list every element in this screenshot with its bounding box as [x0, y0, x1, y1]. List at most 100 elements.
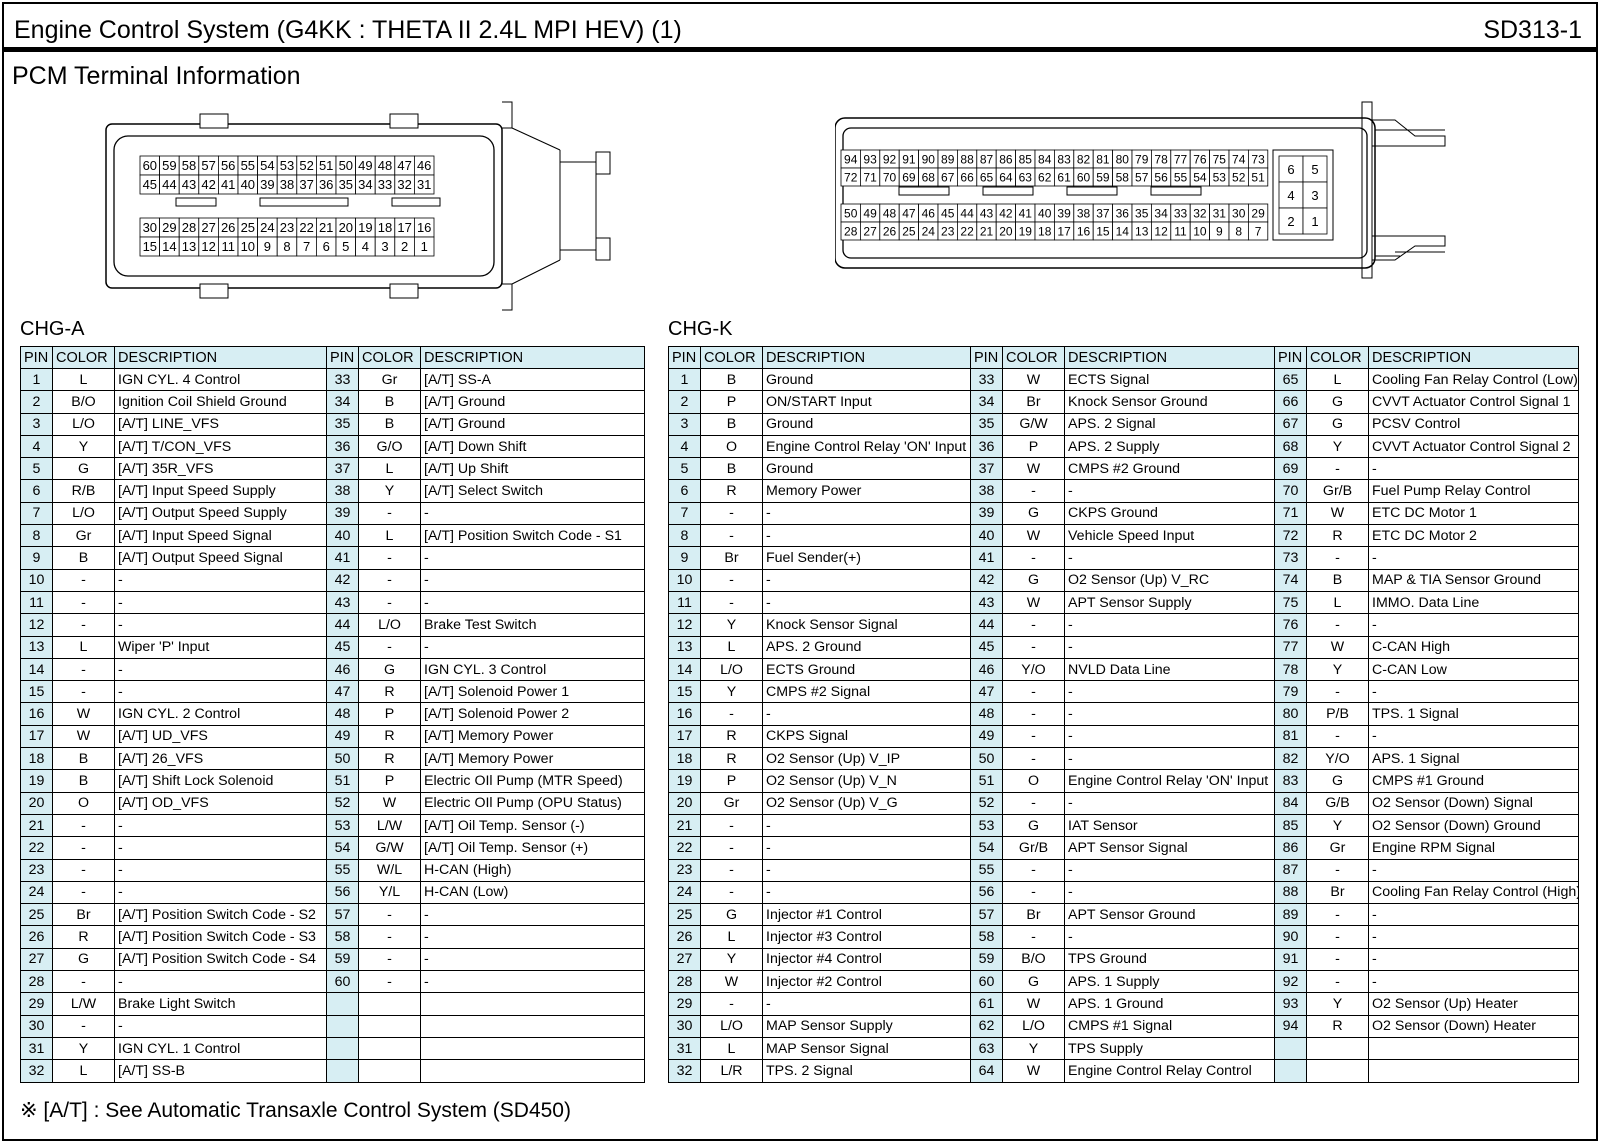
wire-color-cell: Y	[700, 613, 763, 637]
description-cell: -	[114, 680, 327, 704]
wire-color-cell: G	[1002, 813, 1065, 838]
pin-number-cell: 83	[1274, 769, 1307, 793]
wire-color-cell: Y	[700, 947, 763, 972]
pin-number-cell: 27	[20, 947, 53, 972]
description-cell: ETC DC Motor 1	[1368, 501, 1579, 526]
footnote: ※ [A/T] : See Automatic Transaxle Contro…	[20, 1099, 571, 1122]
description-cell: ECTS Signal	[1064, 367, 1275, 392]
wire-color-cell: -	[52, 568, 115, 592]
description-cell: [A/T] Position Switch Code - S2	[114, 903, 327, 927]
wire-color-cell: G	[52, 457, 115, 481]
connector-pin-number: 84	[1038, 153, 1052, 167]
wire-color-cell: W	[1306, 635, 1369, 659]
description-cell: [A/T] 26_VFS	[114, 747, 327, 771]
wire-color-cell: -	[700, 524, 763, 548]
connector-pin-number: 31	[417, 177, 431, 192]
pin-number-cell: 52	[326, 791, 359, 815]
description-cell: -	[762, 836, 971, 860]
pin-number-cell: 9	[20, 546, 53, 570]
wire-color-cell: Y/O	[1306, 747, 1369, 771]
connector-pin-cell	[1278, 181, 1304, 209]
wire-color-cell: B/O	[52, 390, 115, 414]
pin-number-cell: 40	[326, 524, 359, 548]
pin-number-cell: 1	[20, 367, 53, 392]
connector-pin-number: 88	[960, 153, 974, 167]
description-cell: APS. 1 Ground	[1064, 992, 1275, 1016]
connector-pin-number: 50	[844, 207, 858, 221]
description-cell: [A/T] 35R_VFS	[114, 457, 327, 481]
connector-pin-number: 64	[999, 171, 1013, 185]
wire-color-cell: -	[700, 880, 763, 905]
pin-number-cell: 41	[970, 546, 1003, 570]
description-cell: Injector #2 Control	[762, 970, 971, 994]
connector-pin-number: 44	[162, 177, 176, 192]
wire-color-cell: L/R	[700, 1059, 763, 1083]
wire-color-cell: Y	[52, 1036, 115, 1061]
description-cell: TPS. 1 Signal	[1368, 702, 1579, 726]
pin-number-cell: 59	[326, 947, 359, 972]
description-cell: -	[114, 836, 327, 860]
connector-pin-number: 1	[1311, 214, 1318, 229]
description-cell: O2 Sensor (Down) Heater	[1368, 1014, 1579, 1038]
page-header: Engine Control System (G4KK : THETA II 2…	[4, 4, 1596, 52]
wire-color-cell: L/W	[358, 813, 421, 838]
description-cell: -	[114, 1014, 327, 1038]
description-cell: Ground	[762, 412, 971, 436]
description-cell: PCSV Control	[1368, 412, 1579, 436]
description-cell: Brake Test Switch	[420, 613, 645, 637]
pin-number-cell: 91	[1274, 947, 1307, 972]
connector-pin-number: 60	[1077, 171, 1091, 185]
pin-number-cell: 31	[20, 1036, 53, 1061]
wire-color-cell: -	[358, 970, 421, 994]
description-cell: [A/T] UD_VFS	[114, 724, 327, 749]
empty-color-cell	[358, 1059, 421, 1083]
pin-number-cell: 36	[326, 434, 359, 459]
wire-color-cell: G/B	[1306, 791, 1369, 815]
wire-color-cell: L/O	[1002, 1014, 1065, 1038]
connector-pin-number: 54	[260, 158, 274, 173]
wire-color-cell: -	[1002, 747, 1065, 771]
description-cell: APS. 2 Supply	[1064, 434, 1275, 459]
description-cell: -	[1064, 791, 1275, 815]
wire-color-cell: -	[700, 501, 763, 526]
wire-color-cell: -	[1002, 613, 1065, 637]
pin-number-cell: 30	[668, 1014, 701, 1038]
connector-pin-cell	[1302, 207, 1328, 235]
connector-pin-number: 47	[902, 207, 916, 221]
description-cell: [A/T] Shift Lock Solenoid	[114, 769, 327, 793]
pin-number-cell: 76	[1274, 613, 1307, 637]
connector-pin-number: 46	[417, 158, 431, 173]
empty-pin-cell	[326, 1059, 359, 1083]
wire-color-cell: -	[52, 836, 115, 860]
wire-color-cell: L	[358, 524, 421, 548]
description-cell: -	[762, 992, 971, 1016]
pin-number-cell: 84	[1274, 791, 1307, 815]
wire-color-cell: Y	[1306, 992, 1369, 1016]
wire-color-cell: -	[52, 880, 115, 905]
pin-number-cell: 47	[326, 680, 359, 704]
description-cell: [A/T] Output Speed Signal	[114, 546, 327, 570]
connector-pin-number: 75	[1213, 153, 1227, 167]
description-cell: ECTS Ground	[762, 657, 971, 682]
pin-number-cell: 8	[668, 524, 701, 548]
connector-pin-number: 68	[922, 171, 936, 185]
connector-pin-number: 7	[1255, 225, 1262, 239]
connector-pin-number: 28	[844, 225, 858, 239]
pin-number-cell: 46	[970, 657, 1003, 682]
wire-color-cell: -	[52, 858, 115, 882]
wire-color-cell: Br	[1002, 390, 1065, 414]
description-cell: Cooling Fan Relay Control (Low)	[1368, 367, 1579, 392]
connector-pin-number: 5	[342, 239, 349, 254]
connector-pin-number: 90	[922, 153, 936, 167]
pin-number-cell: 28	[668, 970, 701, 994]
wire-color-cell: -	[52, 613, 115, 637]
